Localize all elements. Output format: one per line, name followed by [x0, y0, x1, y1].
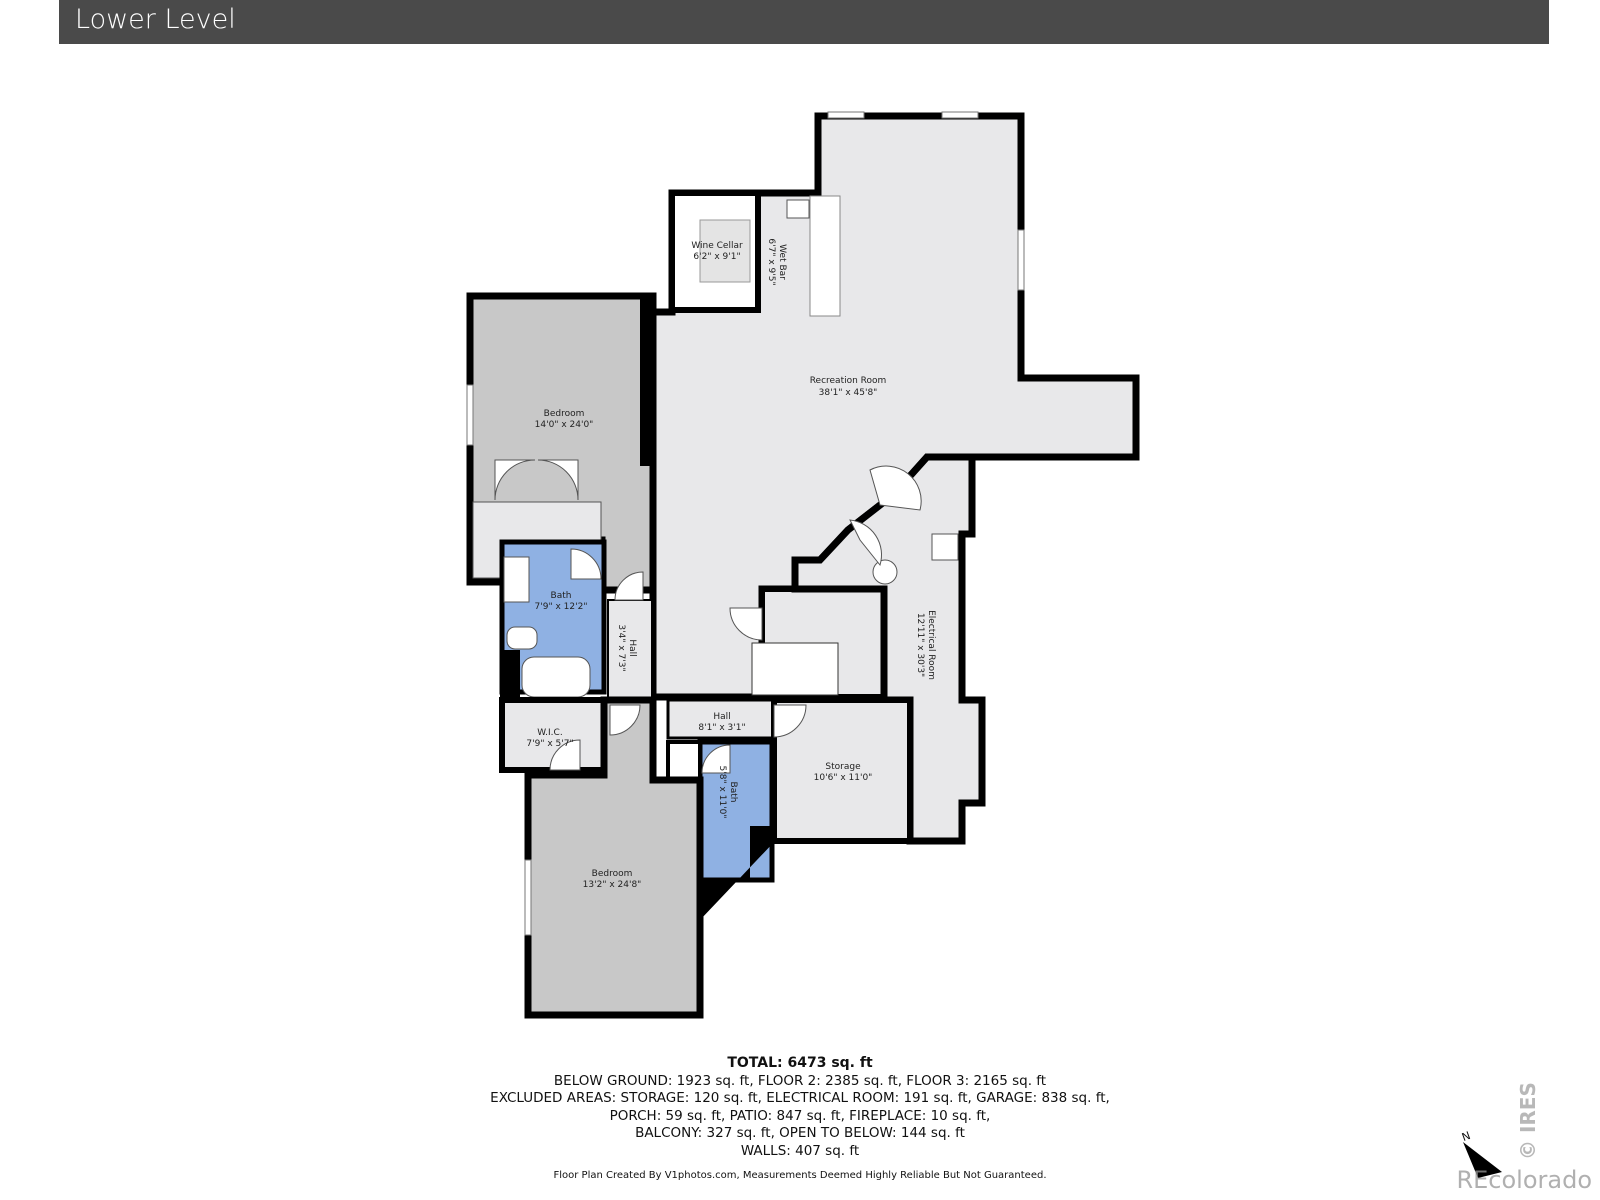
room-dims-bedroom-2: 13'2" x 24'8"	[583, 880, 642, 890]
electrical-panel-icon	[931, 533, 959, 561]
window	[827, 111, 865, 119]
room-label-bedroom-1: Bedroom	[544, 409, 585, 419]
storage-room	[771, 697, 913, 844]
room-label-wine-cellar: Wine Cellar	[691, 241, 743, 251]
area-summary: TOTAL: 6473 sq. ft BELOW GROUND: 1923 sq…	[0, 1055, 1600, 1160]
window	[1017, 229, 1025, 291]
room-dims-recreation: 38'1" x 45'8"	[819, 388, 878, 398]
room-dims-bath-1: 7'9" x 12'2"	[535, 602, 588, 612]
window	[524, 859, 532, 936]
wall-segment	[640, 296, 654, 466]
staircase-icon	[751, 642, 839, 696]
summary-line-5: WALLS: 407 sq. ft	[740, 1142, 860, 1159]
room-dims-bath-2: 5'8" x 11'0"	[717, 766, 727, 819]
room-dims-electrical: 12'11" x 30'3"	[915, 613, 925, 677]
vanity-icon	[503, 556, 530, 603]
room-dims-hall-1: 3'4" x 7'3"	[616, 624, 626, 671]
room-dims-wine-cellar: 6'2" x 9'1"	[693, 252, 740, 262]
room-label-wic: W.I.C.	[537, 728, 562, 738]
bathtub-icon	[521, 656, 591, 698]
room-label-electrical: Electrical Room	[926, 610, 936, 680]
door-swing	[570, 548, 602, 580]
room-dims-wic: 7'9" x 5'7"	[526, 739, 573, 749]
door-swing	[537, 459, 579, 501]
room-label-recreation: Recreation Room	[810, 376, 887, 386]
ires-badge: © IRES	[1516, 1082, 1540, 1160]
door-swing	[869, 465, 922, 511]
summary-line-3: PORCH: 59 sq. ft, PATIO: 847 sq. ft, FIR…	[609, 1107, 991, 1124]
closet-2	[666, 740, 702, 782]
hall-1-room	[607, 599, 653, 701]
room-label-bath-1: Bath	[551, 591, 572, 601]
wine-cellar-rack	[699, 219, 751, 283]
door-swing	[549, 739, 581, 771]
room-label-hall-1: Hall	[627, 639, 637, 656]
window	[941, 111, 979, 119]
header-bar: Lower Level	[59, 0, 1549, 44]
room-label-hall-2: Hall	[713, 712, 730, 722]
summary-line-1: BELOW GROUND: 1923 sq. ft, FLOOR 2: 2385…	[553, 1072, 1047, 1089]
door-swing	[701, 744, 731, 774]
door-swing	[729, 607, 763, 641]
wall-segment	[500, 650, 520, 702]
wall-segment	[700, 826, 776, 920]
water-heater-icon	[872, 559, 898, 585]
summary-line-2: EXCLUDED AREAS: STORAGE: 120 sq. ft, ELE…	[490, 1090, 1110, 1106]
door-swing	[494, 459, 536, 501]
room-dims-bedroom-1: 14'0" x 24'0"	[535, 420, 594, 430]
room-dims-hall-2: 8'1" x 3'1"	[698, 723, 745, 733]
room-label-wet-bar: Wet Bar	[777, 244, 787, 280]
room-label-bedroom-2: Bedroom	[592, 869, 633, 879]
window	[466, 384, 474, 446]
toilet-icon	[506, 626, 538, 650]
door-swing	[773, 704, 807, 738]
disclaimer: Floor Plan Created By V1photos.com, Meas…	[553, 1170, 1047, 1181]
room-dims-wet-bar: 6'7" x 9'5"	[766, 238, 776, 285]
summary-line-4: BALCONY: 327 sq. ft, OPEN TO BELOW: 144 …	[635, 1125, 965, 1141]
room-dims-storage: 10'6" x 11'0"	[814, 773, 873, 783]
total-area: TOTAL: 6473 sq. ft	[727, 1055, 873, 1071]
door-swing	[609, 704, 641, 736]
bedroom-2-area	[524, 696, 704, 1019]
room-label-storage: Storage	[825, 762, 861, 772]
wet-bar-counter	[809, 195, 841, 317]
door-swing	[849, 519, 883, 567]
door-swing	[614, 571, 644, 601]
room-label-bath-2: Bath	[728, 782, 738, 803]
page-title: Lower Level	[75, 4, 236, 35]
brand-watermark: REcolorado	[1456, 1166, 1592, 1194]
wet-bar-sink-icon	[786, 199, 810, 219]
north-arrow-icon	[1463, 1142, 1502, 1178]
